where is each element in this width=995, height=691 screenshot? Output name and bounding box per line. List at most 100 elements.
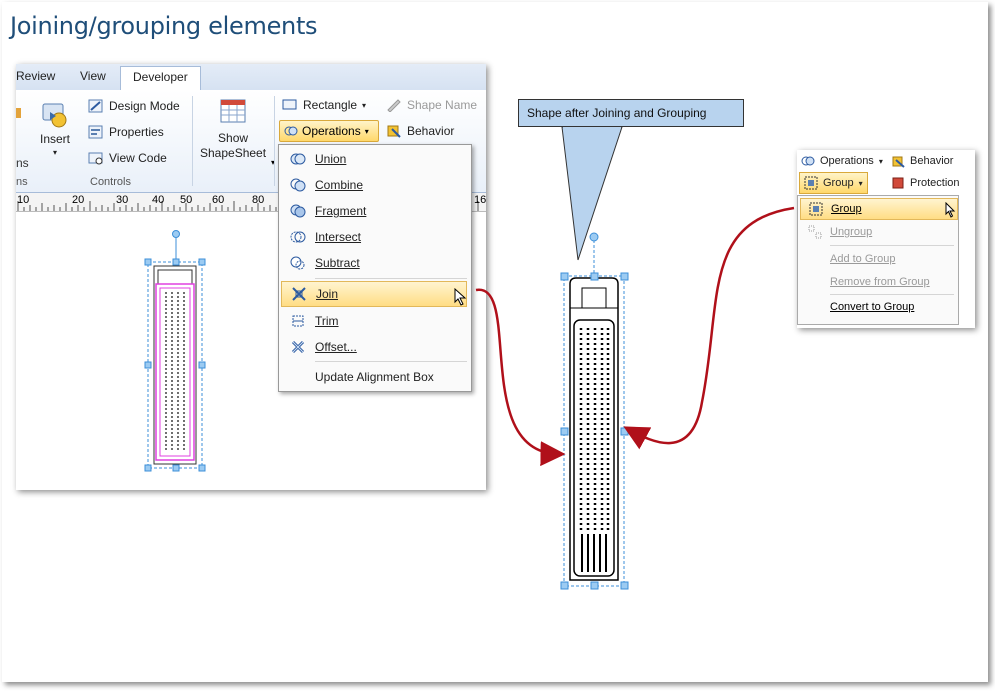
insert-label: Insert — [40, 132, 71, 146]
group-button[interactable]: Group ▾ — [799, 172, 868, 194]
ungroup-icon — [808, 225, 822, 239]
operations-button[interactable]: Operations ▾ — [279, 120, 379, 142]
menu-item-label: Union — [315, 152, 347, 166]
menu-item-label: Convert to Group — [830, 301, 915, 313]
controls-group-label: Controls — [90, 176, 131, 188]
menu-item-ungroup[interactable]: Ungroup — [800, 221, 958, 243]
shape-name-label: Shape Name — [407, 98, 478, 112]
group-separator — [192, 96, 193, 186]
ruler-label: 40 — [152, 194, 165, 206]
selected-connector-shape[interactable] — [126, 212, 246, 482]
mouse-cursor-icon — [454, 288, 467, 306]
callout-pointer — [561, 126, 623, 261]
menu-separator — [830, 294, 954, 295]
menu-separator — [315, 278, 467, 279]
menu-item-union[interactable]: Union — [281, 147, 467, 171]
ruler-label: 30 — [116, 194, 129, 206]
ruler-label: 16 — [474, 194, 486, 206]
menu-separator — [315, 361, 467, 362]
menu-item-label: Remove from Group — [830, 276, 930, 288]
chevron-down-icon: ▾ — [878, 156, 883, 166]
menu-item-label: Ungroup — [830, 226, 873, 238]
combine-icon — [290, 178, 306, 192]
join-icon — [292, 287, 306, 301]
menu-item-label: Fragment — [315, 204, 367, 218]
operations-icon — [284, 126, 298, 136]
intersect-icon — [290, 231, 306, 243]
page-title: Joining/grouping elements — [10, 12, 318, 40]
behavior-icon — [387, 125, 401, 138]
subtract-icon — [290, 256, 305, 270]
rectangle-label: Rectangle — [303, 98, 358, 112]
callout-box: Shape after Joining and Grouping — [518, 99, 744, 127]
shapesheet-icon — [220, 99, 246, 123]
operations-button[interactable]: Operations ▾ — [801, 154, 883, 168]
mouse-cursor-icon — [945, 202, 956, 218]
group-icon — [809, 202, 823, 216]
operations-label: Operations — [820, 155, 874, 167]
design-mode-icon — [88, 99, 103, 113]
properties-button[interactable]: Properties — [88, 124, 164, 140]
menu-item-group[interactable]: Group — [800, 198, 958, 220]
grouped-connector-shape[interactable] — [554, 230, 634, 590]
chevron-down-icon: ▾ — [53, 148, 58, 157]
clipped-group-label: ns — [16, 176, 28, 188]
menu-item-label: Group — [831, 203, 862, 215]
operations-menu: Union Combine Fragment Intersect Subtrac… — [278, 144, 472, 392]
menu-item-label: Combine — [315, 178, 364, 192]
behavior-button[interactable]: Behavior — [891, 154, 953, 168]
show-shapesheet-button[interactable]: Show ShapeSheet — [200, 98, 266, 160]
menu-item-label: Subtract — [315, 256, 360, 270]
chevron-down-icon: ▾ — [364, 126, 369, 136]
chevron-down-icon: ▾ — [362, 100, 367, 110]
clipped-group-text: ns — [16, 156, 29, 170]
tab-view[interactable]: View — [80, 69, 106, 83]
menu-item-intersect[interactable]: Intersect — [281, 225, 467, 249]
menu-separator — [830, 245, 954, 246]
group-label: Group — [823, 177, 854, 189]
ruler-label: 20 — [72, 194, 85, 206]
rectangle-icon — [282, 99, 297, 110]
union-icon — [290, 153, 306, 165]
protection-icon — [892, 177, 904, 189]
menu-item-remove-from-group[interactable]: Remove from Group — [800, 271, 958, 293]
ruler-ticks — [17, 201, 479, 211]
view-code-label: View Code — [109, 151, 167, 165]
insert-button[interactable]: Insert ▾ — [40, 100, 70, 157]
view-code-icon — [88, 152, 103, 165]
tab-review[interactable]: Review — [16, 69, 56, 83]
protection-button[interactable]: Protection — [891, 176, 960, 190]
ribbon: ns ns Insert ▾ Design Mode Properties — [16, 90, 486, 193]
group-icon — [804, 176, 818, 190]
group-menu: Group Ungroup Add to Group Remove from G… — [797, 195, 959, 325]
design-mode-button[interactable]: Design Mode — [88, 98, 180, 114]
rectangle-button[interactable]: Rectangle ▾ — [282, 98, 366, 112]
ruler-label: 80 — [252, 194, 265, 206]
menu-item-label: Trim — [315, 314, 339, 328]
properties-icon — [88, 125, 103, 139]
view-code-button[interactable]: View Code — [88, 150, 167, 166]
menu-item-offset[interactable]: Offset... — [281, 335, 467, 359]
menu-item-add-to-group[interactable]: Add to Group — [800, 248, 958, 270]
tab-developer[interactable]: Developer — [120, 66, 201, 90]
menu-item-label: Offset... — [315, 340, 357, 354]
ruler-label: 50 — [180, 194, 193, 206]
insert-control-icon — [42, 103, 67, 128]
menu-item-update-alignment-box[interactable]: Update Alignment Box — [281, 365, 467, 389]
ribbon-tabs: Review View Developer — [16, 64, 486, 91]
properties-label: Properties — [109, 125, 164, 139]
menu-item-combine[interactable]: Combine — [281, 173, 467, 197]
menu-item-join[interactable]: Join — [281, 281, 467, 307]
design-mode-label: Design Mode — [109, 99, 180, 113]
menu-item-fragment[interactable]: Fragment — [281, 199, 467, 223]
menu-item-trim[interactable]: Trim — [281, 309, 467, 333]
operations-label: Operations — [302, 124, 361, 138]
operations-icon — [801, 156, 815, 166]
menu-item-subtract[interactable]: Subtract — [281, 251, 467, 275]
shape-name-button[interactable]: Shape Name — [386, 98, 477, 112]
protection-label: Protection — [910, 177, 960, 189]
show-label: Show — [218, 131, 249, 145]
behavior-button[interactable]: Behavior — [386, 123, 454, 139]
behavior-icon — [892, 156, 905, 168]
menu-item-convert-to-group[interactable]: Convert to Group — [800, 296, 958, 318]
